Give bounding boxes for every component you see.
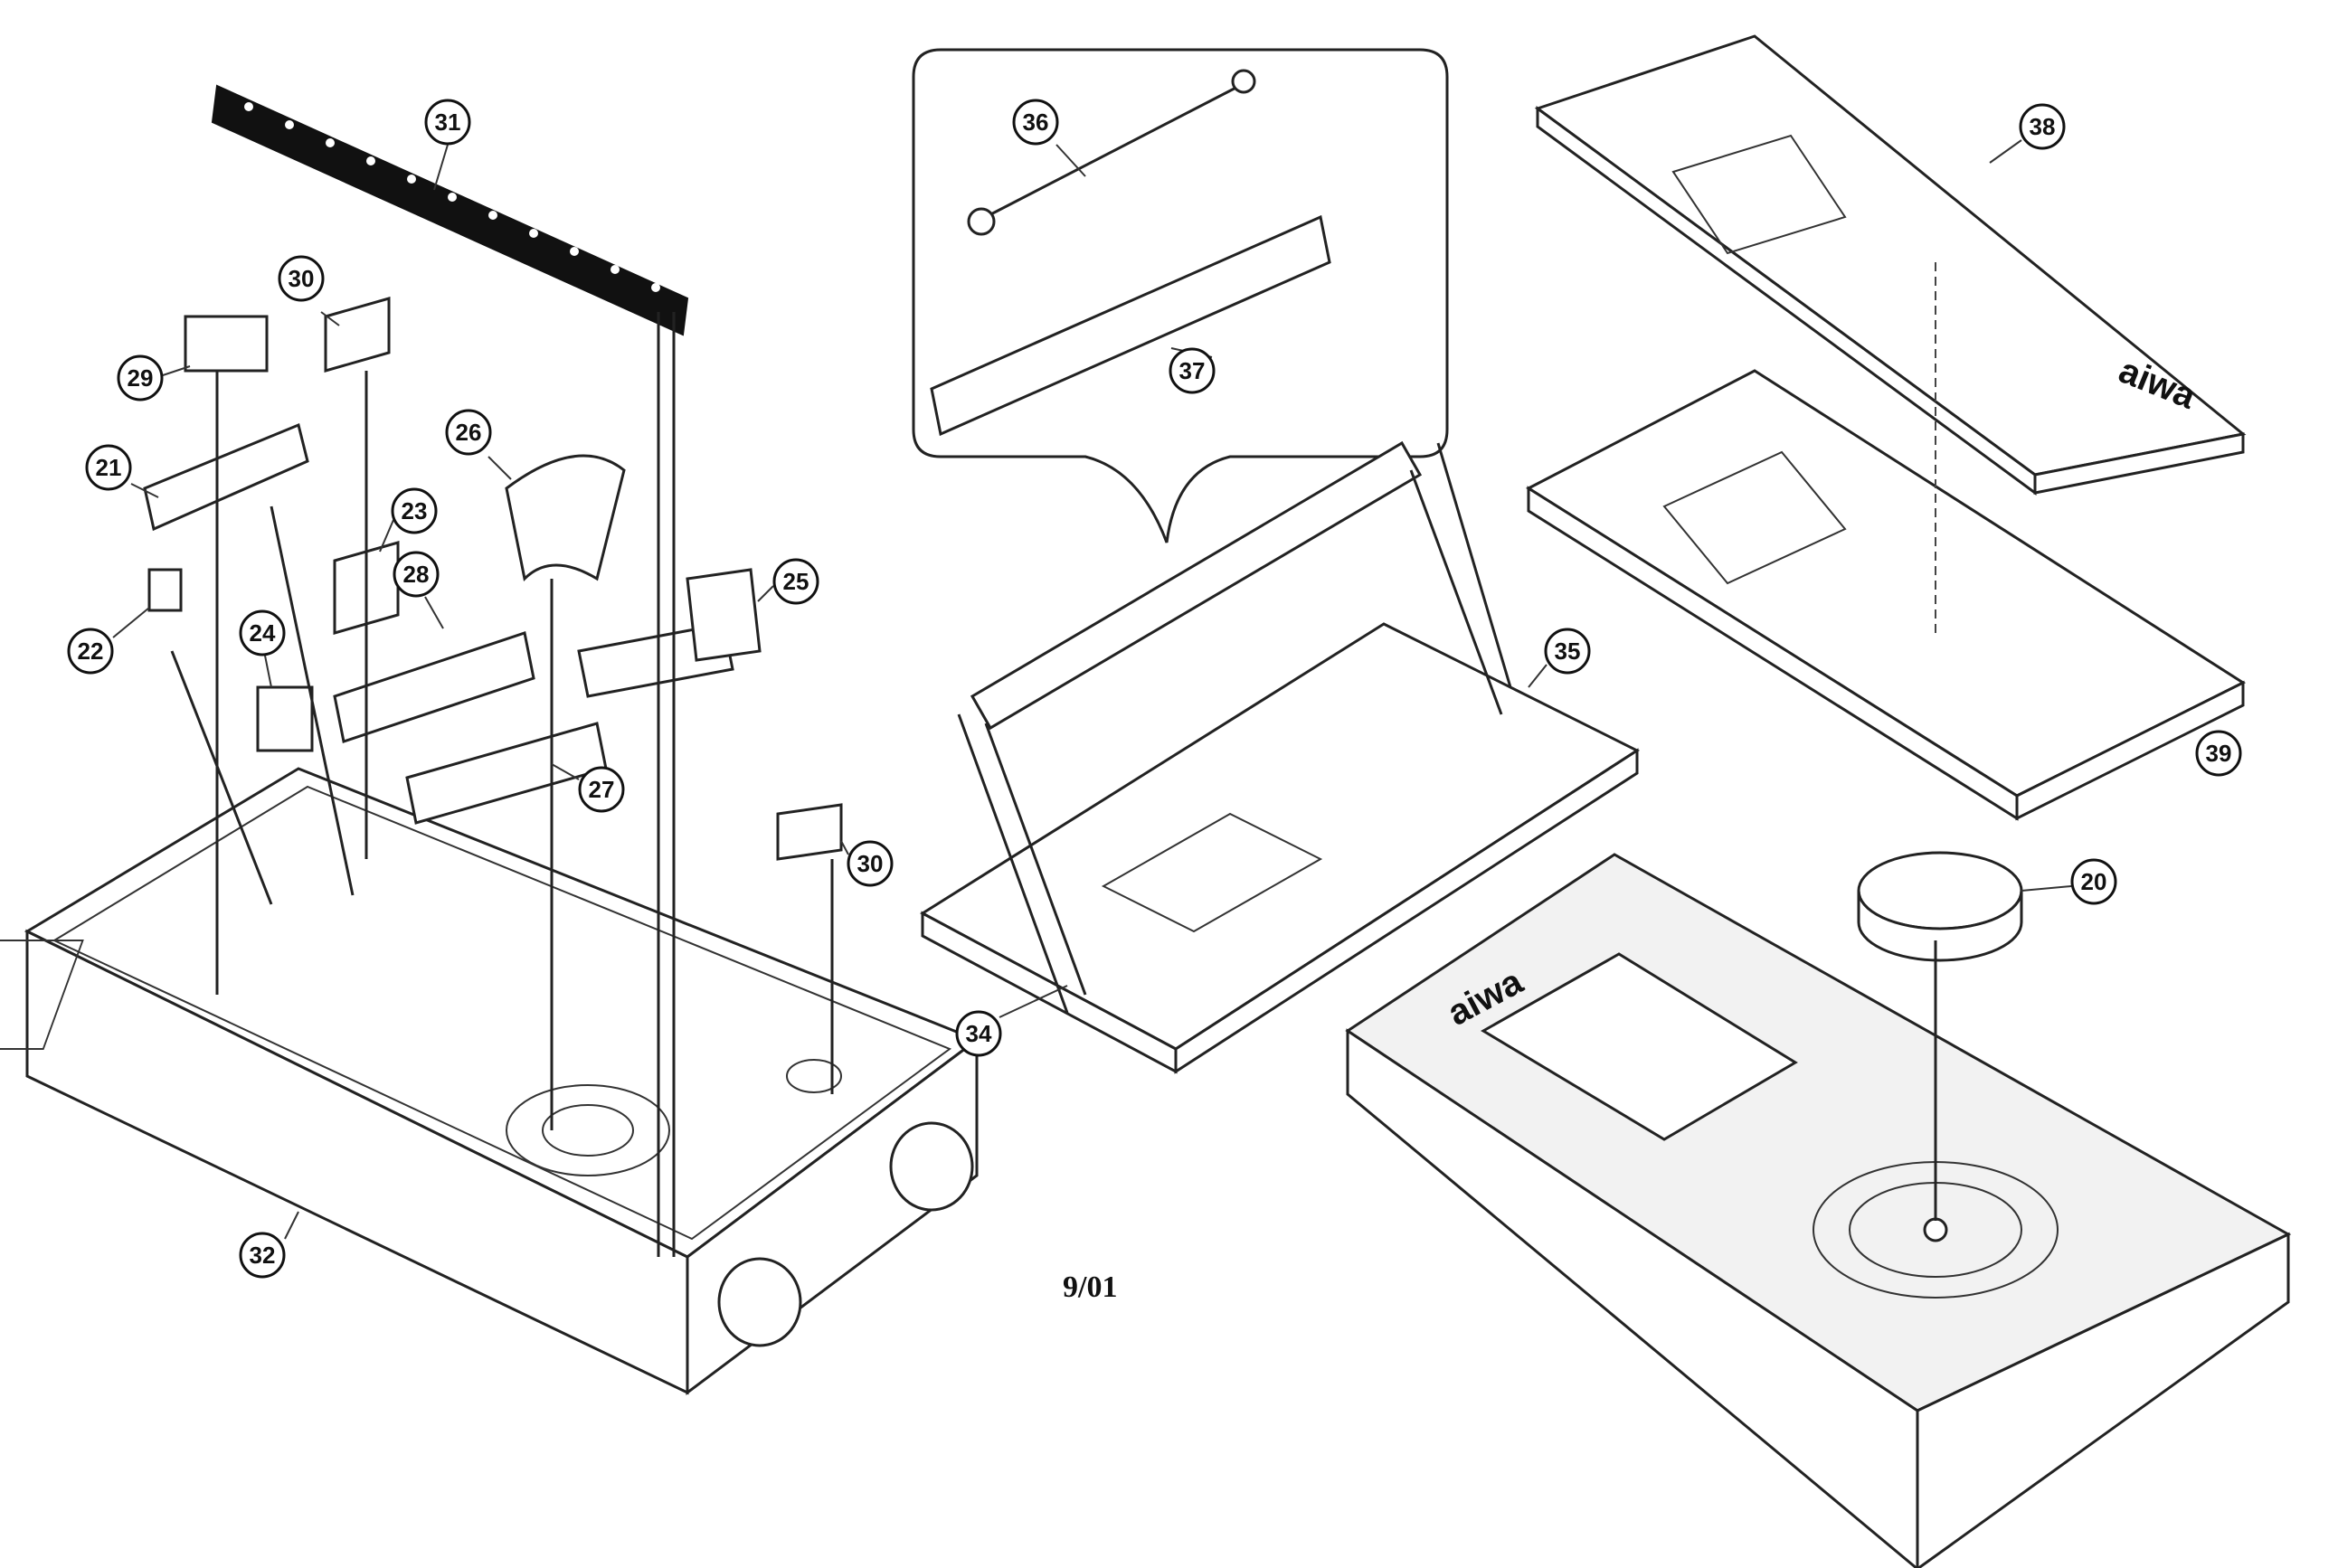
svg-text:36: 36 xyxy=(1023,109,1049,136)
circuit-board-assembly xyxy=(912,48,1641,1074)
callout-36: 36 xyxy=(1012,99,1086,177)
svg-text:31: 31 xyxy=(435,109,461,136)
side-spool-right xyxy=(889,1121,974,1212)
assembly-line-7 xyxy=(170,650,273,905)
top-strip-part xyxy=(211,84,689,336)
shell-front xyxy=(1346,1028,1919,1568)
part-26-body xyxy=(505,454,626,582)
side-spool-left xyxy=(717,1257,802,1347)
chassis-window xyxy=(0,940,84,1050)
svg-text:29: 29 xyxy=(128,364,154,392)
disc-edge xyxy=(1857,890,2023,962)
callouts: 31 30 29 21 23 26 28 25 22 24 27 30 32 3… xyxy=(67,99,2242,1279)
chassis-inner-rim xyxy=(52,785,952,1241)
callout-22: 22 xyxy=(67,607,150,675)
svg-text:38: 38 xyxy=(2030,113,2056,140)
reel-hub-left-inner xyxy=(542,1104,634,1157)
svg-text:22: 22 xyxy=(78,638,104,665)
roller-line-1 xyxy=(984,723,1087,996)
callout-28: 28 xyxy=(393,551,444,629)
svg-text:39: 39 xyxy=(2206,740,2232,767)
svg-text:30: 30 xyxy=(289,265,315,292)
callout-35: 35 xyxy=(1528,628,1591,688)
svg-text:25: 25 xyxy=(783,568,809,595)
svg-text:21: 21 xyxy=(96,454,122,481)
lid-window xyxy=(1671,134,1847,255)
callout-23: 23 xyxy=(379,487,438,553)
svg-text:26: 26 xyxy=(456,419,482,446)
roller-line-4 xyxy=(1436,442,1512,688)
inset-shaft-36 xyxy=(976,80,1249,223)
inset-box xyxy=(912,48,1449,543)
svg-text:34: 34 xyxy=(966,1020,992,1047)
part-22-body xyxy=(147,568,183,612)
reel-hub-left xyxy=(506,1084,670,1176)
callout-20: 20 xyxy=(2021,858,2117,905)
callout-26: 26 xyxy=(445,409,512,480)
chassis-assembly xyxy=(0,84,980,1395)
shell-label-area xyxy=(1481,952,1798,1141)
svg-text:37: 37 xyxy=(1179,357,1206,384)
frame-side xyxy=(2015,680,2245,821)
shell-side xyxy=(1916,1232,2290,1568)
shell-reel-hub xyxy=(1923,1217,1948,1242)
svg-text:35: 35 xyxy=(1555,638,1581,665)
lid-side xyxy=(2033,432,2245,495)
chassis-post xyxy=(786,1059,842,1093)
svg-text:20: 20 xyxy=(2081,868,2107,895)
callout-30-lower: 30 xyxy=(840,840,894,887)
frame-window xyxy=(1662,450,1847,585)
callout-38: 38 xyxy=(1989,103,2066,164)
part-30-lower-body xyxy=(776,803,843,861)
callout-27: 27 xyxy=(551,763,625,813)
callout-24: 24 xyxy=(239,609,286,688)
inset-bracket-37 xyxy=(930,214,1331,437)
svg-text:27: 27 xyxy=(589,776,615,803)
part-21-body xyxy=(143,422,309,532)
callout-32: 32 xyxy=(239,1211,299,1279)
callout-30-upper: 30 xyxy=(278,255,340,326)
callout-37: 37 xyxy=(1169,347,1216,394)
assembly-line-8 xyxy=(270,505,355,896)
svg-text:28: 28 xyxy=(403,561,430,588)
callout-25: 25 xyxy=(757,558,819,605)
part-28-body xyxy=(333,631,535,743)
part-30-upper-body xyxy=(324,297,391,373)
svg-text:24: 24 xyxy=(250,619,276,647)
part-25-right-body xyxy=(686,568,762,662)
circuit-board-window xyxy=(1101,812,1323,933)
callout-39: 39 xyxy=(2195,730,2242,777)
inset-gear-left xyxy=(967,207,996,236)
roller-line-2 xyxy=(1409,469,1503,715)
date-label: 9/01 xyxy=(1063,1270,1118,1304)
callout-34: 34 xyxy=(955,985,1068,1057)
svg-text:30: 30 xyxy=(857,850,884,877)
roller-body xyxy=(970,440,1423,731)
part-24-body xyxy=(256,685,314,752)
svg-text:32: 32 xyxy=(250,1242,276,1269)
part-29-body xyxy=(184,315,269,373)
lid-top xyxy=(1534,34,2247,477)
inset-gear-right xyxy=(1231,69,1256,94)
callout-31: 31 xyxy=(424,99,471,191)
callout-21: 21 xyxy=(85,444,159,498)
top-strip-holes xyxy=(244,102,660,292)
cassette-shell-assembly: aiwa aiwa xyxy=(1345,34,2292,1568)
callout-29: 29 xyxy=(117,354,191,401)
part-27-body xyxy=(405,722,608,825)
circuit-board-side xyxy=(1174,748,1639,1074)
roller-line-3 xyxy=(957,713,1069,1014)
svg-text:23: 23 xyxy=(402,497,428,524)
